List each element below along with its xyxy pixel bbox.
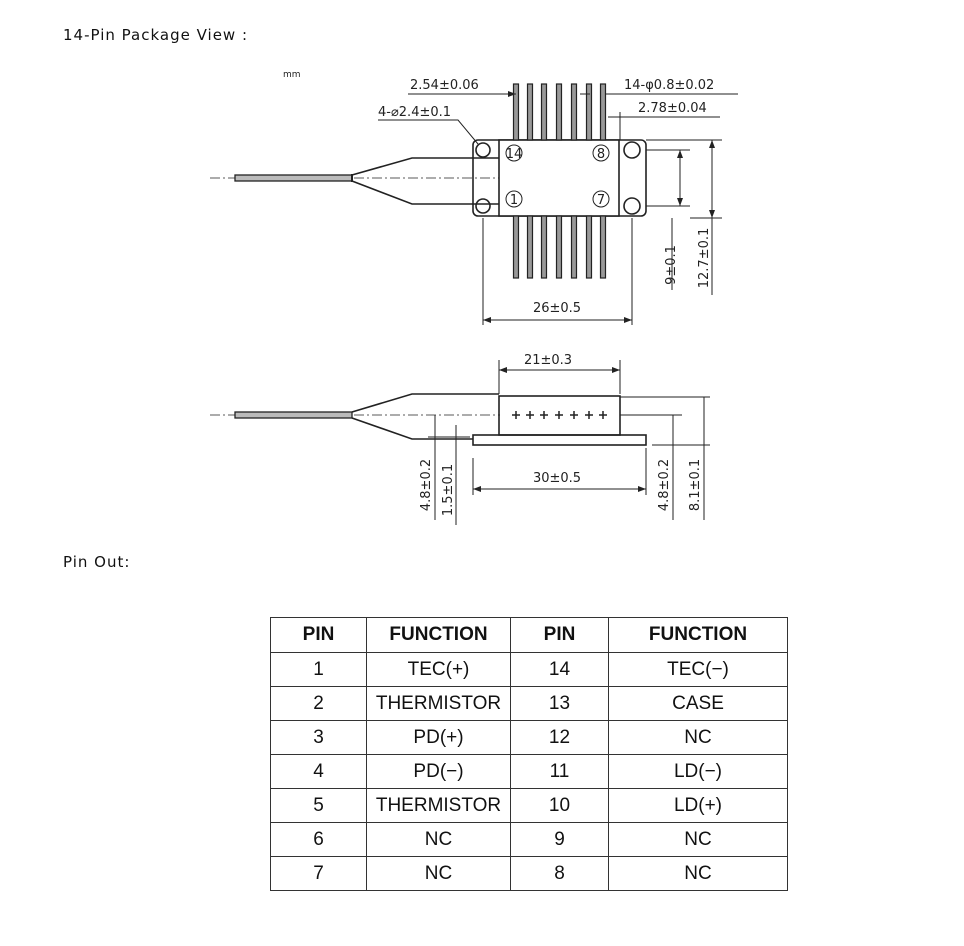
pin-number-cell: 5 xyxy=(270,788,367,823)
dim-hole-diameter: 4-⌀2.4±0.1 xyxy=(378,105,451,120)
pin-function-cell: NC xyxy=(366,856,511,891)
pin-label-14: 14 xyxy=(506,147,523,162)
dim-fiber-height-left: 4.8±0.2 xyxy=(419,459,434,511)
pin-lead xyxy=(570,215,578,279)
pin-number-cell: 13 xyxy=(510,686,609,721)
pin-function-cell: LD(+) xyxy=(608,788,788,823)
dim-body-height: 12.7±0.1 xyxy=(697,228,712,289)
pin-function-cell: PD(−) xyxy=(366,754,511,789)
pin-lead xyxy=(512,215,520,279)
pin-lead xyxy=(555,83,563,141)
pin-lead xyxy=(526,215,534,279)
dim-hole-spacing-height: 9±0.1 xyxy=(664,245,679,285)
dim-body-length: 21±0.3 xyxy=(524,353,572,368)
package-drawing: mm 14 8 1 7 xyxy=(210,70,738,525)
pin-number-cell: 7 xyxy=(270,856,367,891)
dim-pin-pitch: 2.54±0.06 xyxy=(410,78,479,93)
dim-base-length: 30±0.5 xyxy=(533,471,581,486)
pin-lead xyxy=(599,83,607,141)
header-function: FUNCTION xyxy=(608,617,788,653)
pin-lead xyxy=(526,83,534,141)
pin-lead xyxy=(540,215,548,279)
pin-function-cell: PD(+) xyxy=(366,720,511,755)
pin-label-7: 7 xyxy=(597,193,605,208)
pin-lead xyxy=(555,215,563,279)
pin-function-cell: TEC(−) xyxy=(608,652,788,687)
pin-mark xyxy=(570,411,578,419)
package-view-heading: 14-Pin Package View : xyxy=(63,26,249,44)
pin-mark xyxy=(540,411,548,419)
pin-number-cell: 10 xyxy=(510,788,609,823)
table-header-row: PIN FUNCTION PIN FUNCTION xyxy=(270,617,788,653)
header-pin: PIN xyxy=(510,617,609,653)
pin-function-cell: CASE xyxy=(608,686,788,721)
pin-lead xyxy=(599,215,607,279)
pin-number-cell: 9 xyxy=(510,822,609,857)
top-view: 14 8 1 7 2.54±0.06 4-⌀2.4±0.1 14-φ0.8±0.… xyxy=(210,78,738,325)
pin-function-cell: LD(−) xyxy=(608,754,788,789)
pin-function-cell: NC xyxy=(608,822,788,857)
pin-number-cell: 12 xyxy=(510,720,609,755)
pin-function-cell: NC xyxy=(608,856,788,891)
pin-function-cell: THERMISTOR xyxy=(366,788,511,823)
pin-number-cell: 14 xyxy=(510,652,609,687)
pin-mark xyxy=(555,411,563,419)
pin-lead xyxy=(512,83,520,141)
pin-function-cell: NC xyxy=(608,720,788,755)
dim-total-height: 8.1±0.1 xyxy=(688,459,703,511)
side-view: 21±0.3 30±0.5 4.8±0.2 1.5±0.1 4.8±0.2 8.… xyxy=(210,353,710,525)
pin-mark xyxy=(512,411,520,419)
pin-mark xyxy=(599,411,607,419)
pin-lead xyxy=(585,215,593,279)
pin-number-cell: 4 xyxy=(270,754,367,789)
dim-base-thickness: 1.5±0.1 xyxy=(441,464,456,516)
dim-pin-diameter: 14-φ0.8±0.02 xyxy=(624,78,714,93)
pin-number-cell: 3 xyxy=(270,720,367,755)
header-pin: PIN xyxy=(270,617,367,653)
pin-number-cell: 6 xyxy=(270,822,367,857)
pin-lead xyxy=(585,83,593,141)
dim-edge-to-pin: 2.78±0.04 xyxy=(638,101,707,116)
pin-number-cell: 11 xyxy=(510,754,609,789)
pin-function-cell: THERMISTOR xyxy=(366,686,511,721)
pinout-heading: Pin Out: xyxy=(63,553,131,571)
dim-hole-spacing-width: 26±0.5 xyxy=(533,301,581,316)
header-function: FUNCTION xyxy=(366,617,511,653)
dim-fiber-height-right: 4.8±0.2 xyxy=(657,459,672,511)
pin-lead xyxy=(540,83,548,141)
pin-label-8: 8 xyxy=(597,147,605,162)
pin-mark xyxy=(526,411,534,419)
pin-number-cell: 2 xyxy=(270,686,367,721)
pin-number-cell: 8 xyxy=(510,856,609,891)
pin-lead xyxy=(570,83,578,141)
pin-number-cell: 1 xyxy=(270,652,367,687)
pin-function-cell: TEC(+) xyxy=(366,652,511,687)
pin-label-1: 1 xyxy=(510,193,518,208)
pin-function-cell: NC xyxy=(366,822,511,857)
unit-label: mm xyxy=(283,70,301,80)
pin-mark xyxy=(585,411,593,419)
